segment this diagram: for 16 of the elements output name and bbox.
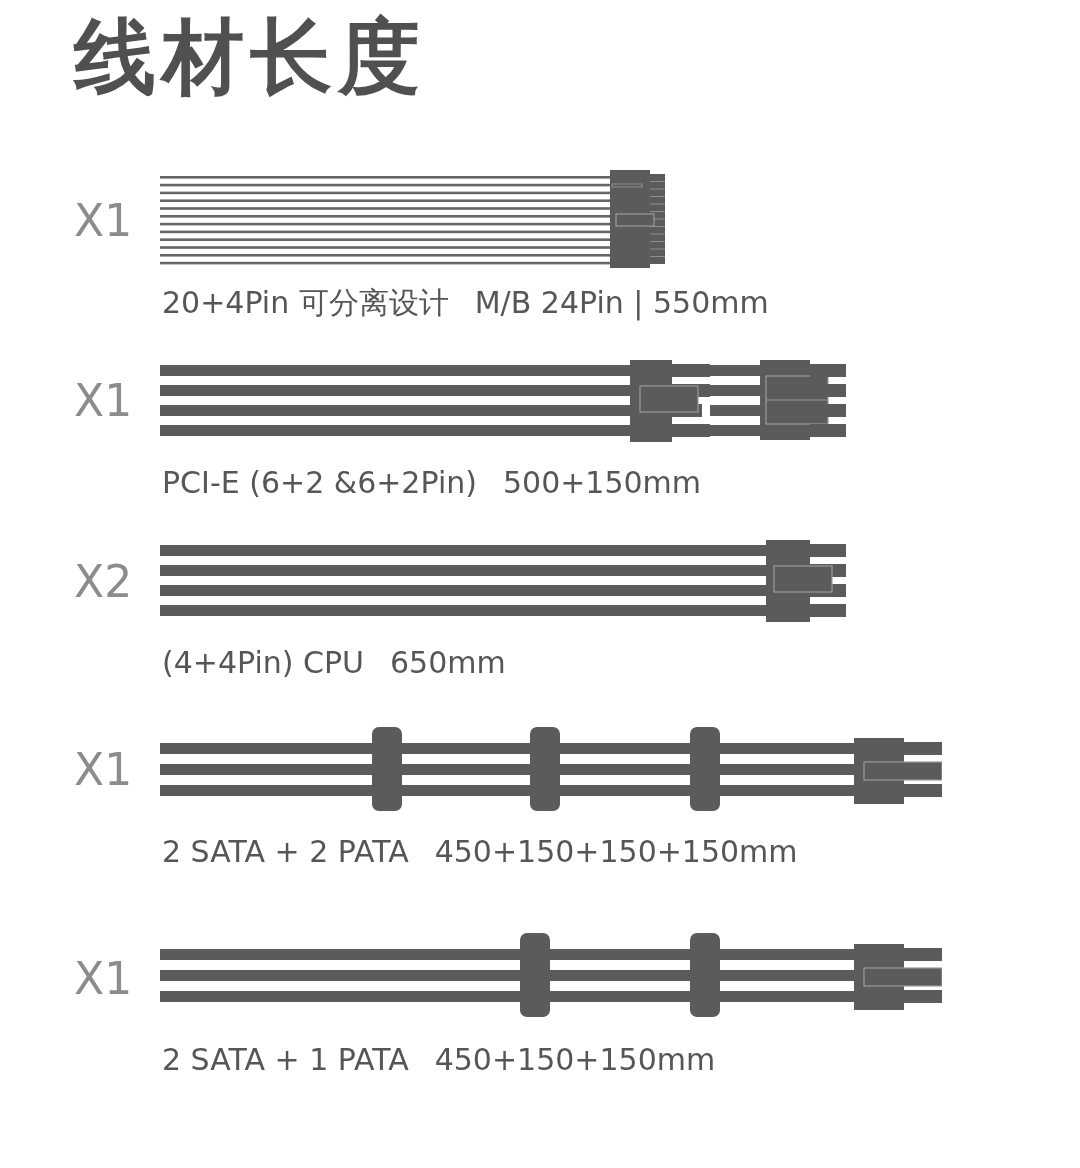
cable-length: 650mm: [390, 645, 506, 681]
quantity-label: X1: [74, 746, 133, 795]
quantity-label: X1: [74, 955, 133, 1004]
quantity-label: X2: [74, 558, 133, 607]
cable-name: PCI-E (6+2 &6+2Pin): [162, 465, 477, 501]
cable-length: 450+150+150+150mm: [434, 834, 798, 870]
quantity-label: X1: [74, 377, 133, 426]
cable-name: 2 SATA + 2 PATA: [162, 834, 409, 870]
quantity-label: X1: [74, 197, 133, 246]
cable-name: 2 SATA + 1 PATA: [162, 1042, 409, 1078]
title: 线材长度: [74, 12, 426, 103]
cable-length: M/B 24Pin | 550mm: [474, 285, 769, 321]
cable-length: 500+150mm: [502, 465, 702, 501]
cable-name: 20+4Pin 可分离设计: [162, 285, 449, 321]
cable-name: (4+4Pin) CPU: [162, 645, 365, 681]
cable-length: 450+150+150mm: [434, 1042, 716, 1078]
